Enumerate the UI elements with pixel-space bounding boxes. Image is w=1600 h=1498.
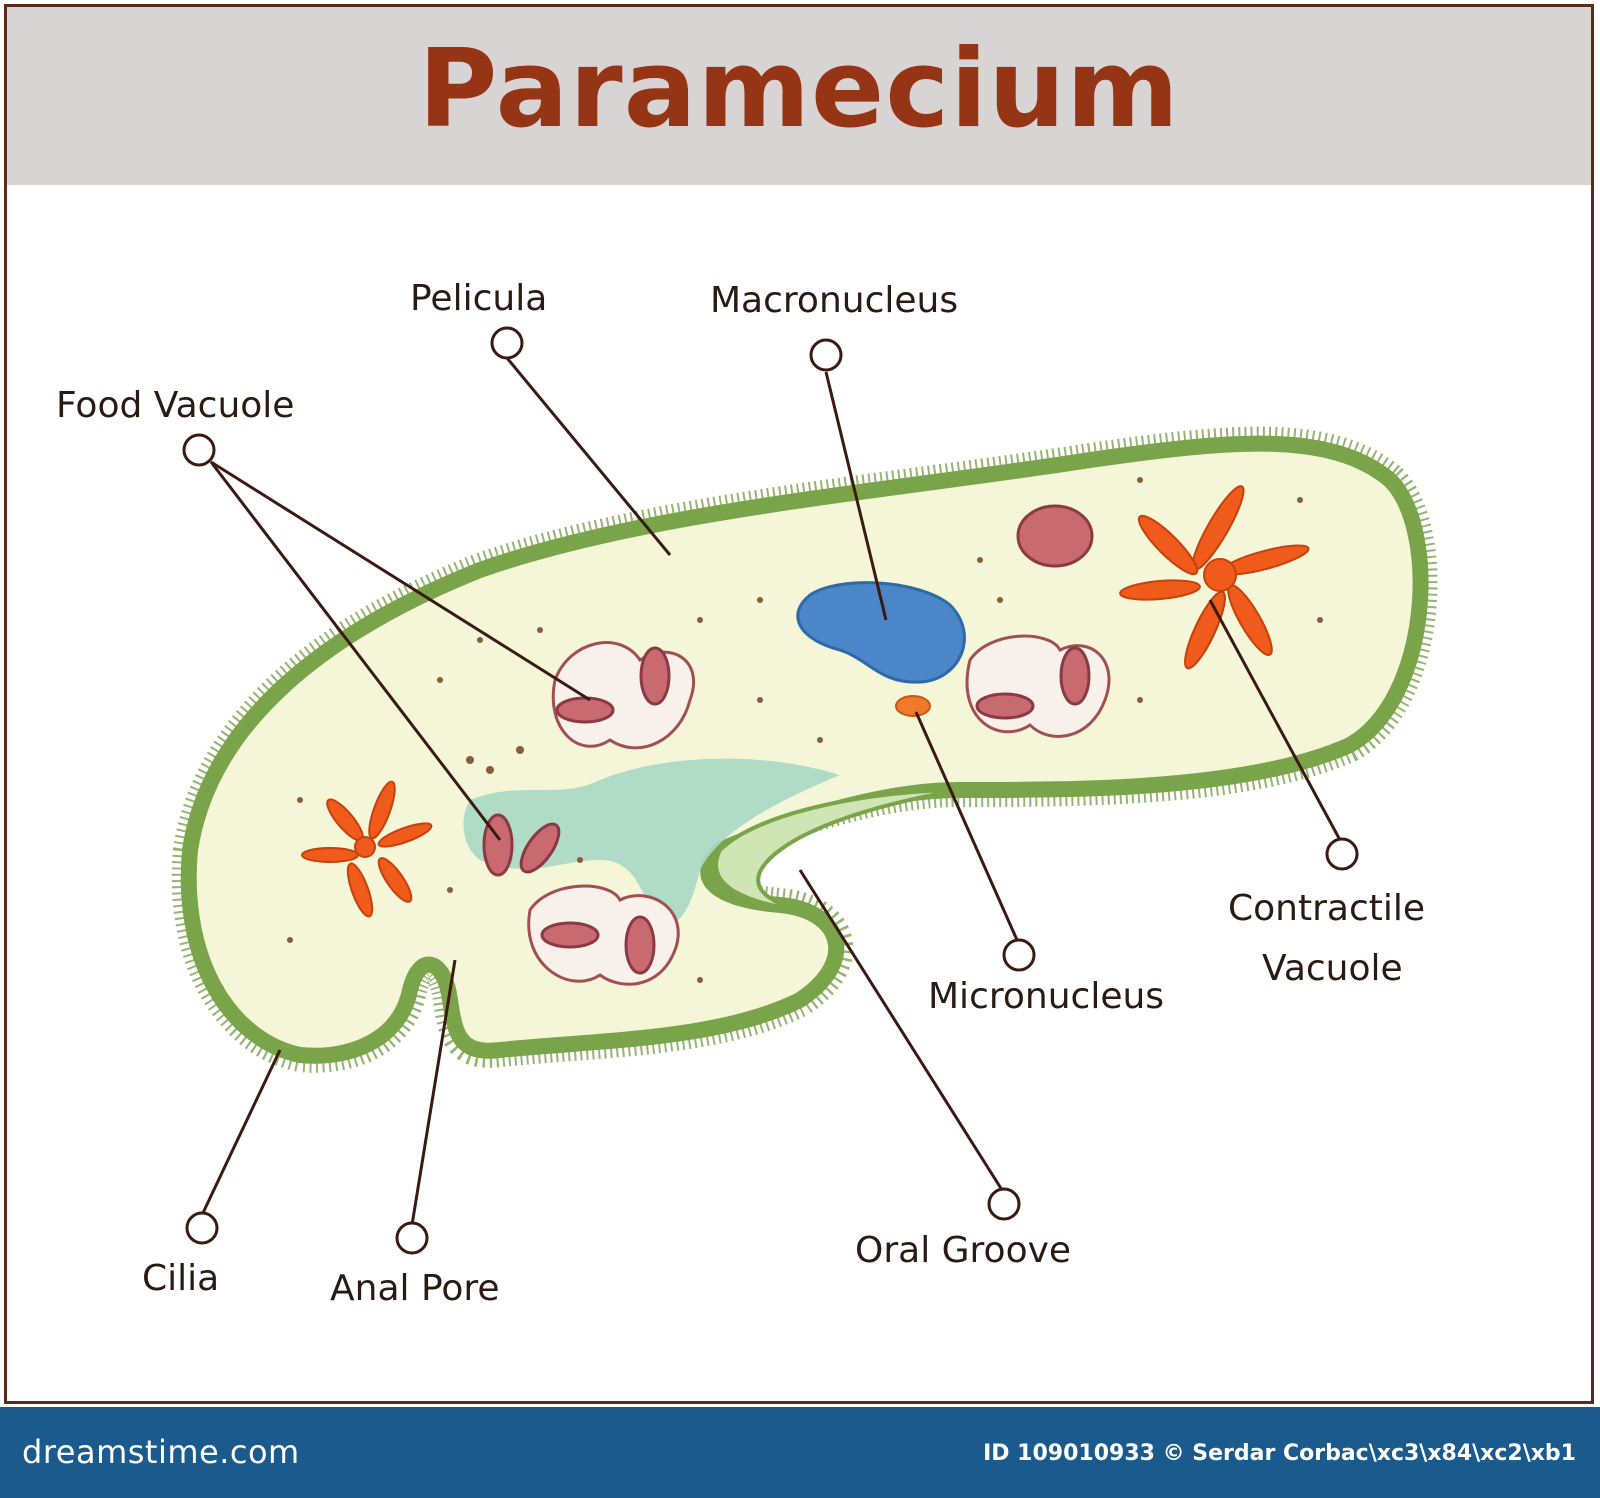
micronucleus-marker bbox=[1002, 938, 1036, 972]
food-vacuole-marker bbox=[182, 433, 216, 467]
cytoplasm-granules bbox=[287, 477, 1323, 983]
pelicula-marker bbox=[490, 326, 524, 360]
micronucleus bbox=[895, 695, 931, 717]
oral-groove bbox=[463, 758, 840, 923]
macronucleus-marker bbox=[809, 338, 843, 372]
footer-credit: ID 109010933 © Serdar Corbac\xc3\x84\xc2… bbox=[983, 1441, 1576, 1466]
label-micronucleus: Micronucleus bbox=[928, 976, 1164, 1017]
cell-body bbox=[180, 435, 1429, 1064]
label-oral-groove: Oral Groove bbox=[855, 1230, 1071, 1271]
footer-bar: dreamstime.com ID 109010933 © Serdar Cor… bbox=[0, 1407, 1600, 1498]
label-macronucleus: Macronucleus bbox=[710, 280, 958, 321]
paramecium-diagram: Pelicula Macronucleus Food Vacuole Contr… bbox=[56, 278, 1438, 1309]
footer-site[interactable]: dreamstime.com bbox=[22, 1433, 300, 1471]
page-title: Paramecium bbox=[418, 27, 1180, 152]
label-contractile-vacuole-line1: Contractile bbox=[1228, 888, 1425, 929]
label-contractile-vacuole-line2: Vacuole bbox=[1262, 948, 1403, 989]
oral-groove-channel bbox=[714, 788, 961, 912]
food-vacuoles bbox=[482, 634, 1111, 986]
label-pelicula: Pelicula bbox=[410, 278, 547, 319]
leader-markers bbox=[182, 326, 1359, 1255]
leader-lines bbox=[200, 357, 1342, 1226]
label-anal-pore: Anal Pore bbox=[330, 1268, 500, 1309]
contractile-vacuole-left bbox=[301, 780, 433, 918]
oral-groove-marker bbox=[987, 1187, 1021, 1221]
organelle-body bbox=[1016, 504, 1094, 568]
anal-pore-marker bbox=[395, 1221, 429, 1255]
title-bar: Paramecium bbox=[7, 7, 1591, 185]
contractile-vacuole-marker bbox=[1325, 837, 1359, 871]
label-cilia: Cilia bbox=[142, 1258, 219, 1299]
cilia-marker bbox=[185, 1211, 219, 1245]
label-food-vacuole: Food Vacuole bbox=[56, 385, 294, 426]
macronucleus bbox=[796, 581, 966, 684]
